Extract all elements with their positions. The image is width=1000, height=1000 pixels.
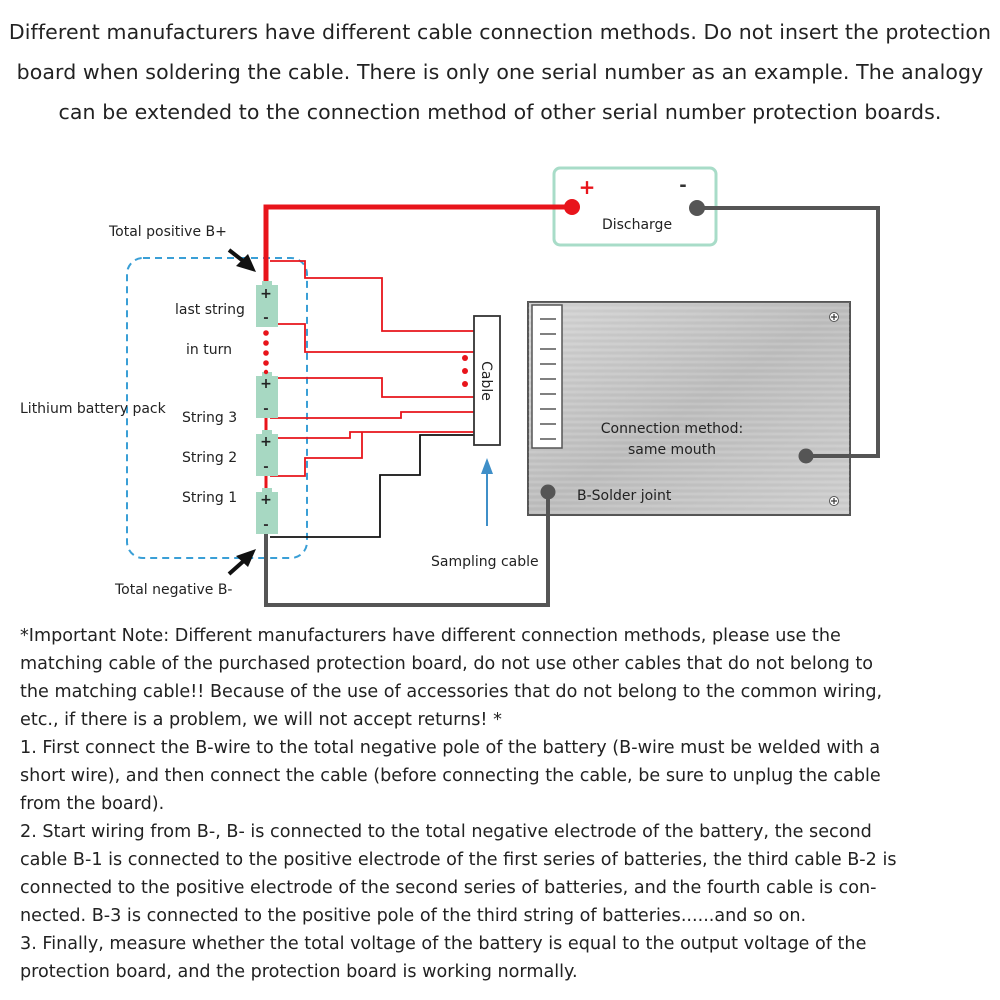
note-line-3: the matching cable!! Because of the use … (20, 682, 883, 702)
cable-connector (473, 315, 501, 446)
note-line-5: 1. First connect the B-wire to the total… (20, 738, 881, 758)
string1-label: String 1 (182, 490, 237, 506)
note-line-11: nected. B-3 is connected to the positive… (20, 906, 807, 926)
battery-pack-outline (126, 257, 308, 559)
cell-plus: + (260, 434, 272, 450)
sampling-arrow-icon (481, 458, 493, 526)
connection-method-label: Connection method: (601, 421, 743, 437)
discharge-negative-terminal (689, 200, 705, 216)
last-string-label: last string (175, 302, 245, 318)
note-line-2: matching cable of the purchased protecti… (20, 654, 874, 674)
screw-icon (829, 496, 839, 506)
battery-cell-last (256, 281, 278, 327)
b-minus-wire (264, 492, 550, 607)
intro-line-1: Different manufacturers have different c… (8, 20, 992, 44)
in-turn-label: in turn (186, 342, 232, 358)
string3-label: String 3 (182, 410, 237, 426)
arrow-icon (227, 248, 256, 272)
sampling-wires-red (270, 260, 474, 477)
note-line-4: etc., if there is a problem, we will not… (20, 710, 502, 730)
cell-plus: + (260, 492, 272, 508)
cell-plus: + (260, 286, 272, 302)
protection-board (527, 301, 851, 516)
note-line-6: short wire), and then connect the cable … (20, 766, 881, 786)
board-connector (531, 304, 563, 449)
note-line-1: *Important Note: Different manufacturers… (20, 626, 841, 646)
arrow-icon (227, 549, 256, 576)
board-p-terminal (798, 448, 814, 464)
cable-dots (462, 355, 468, 387)
discharge-plus-sign: + (579, 175, 596, 199)
battery-cell-2 (256, 430, 278, 476)
battery-cells: + + + + - - - - (256, 281, 278, 534)
intro-line-3: can be extended to the connection method… (58, 100, 942, 124)
notes-text: *Important Note: Different manufacturers… (20, 622, 985, 986)
cell-minus: - (263, 518, 268, 533)
total-positive-wire (263, 204, 572, 292)
wiring-diagram: Cable (20, 166, 880, 607)
discharge-negative-wire (697, 206, 880, 458)
sampling-cable-label: Sampling cable (431, 554, 539, 570)
note-line-13: protection board, and the protection boa… (20, 962, 578, 982)
cell-minus: - (263, 402, 268, 417)
cell-plus: + (260, 376, 272, 392)
cable-label: Cable (478, 361, 494, 401)
note-line-9: cable B-1 is connected to the positive e… (20, 850, 897, 870)
intro-text: Different manufacturers have different c… (0, 12, 1000, 132)
battery-cell-3 (256, 372, 278, 418)
note-line-7: from the board). (20, 794, 165, 814)
battery-pack-label: Lithium battery pack (20, 401, 167, 417)
discharge-label: Discharge (602, 217, 672, 233)
screw-icon (829, 312, 839, 322)
b-solder-joint-label: B-Solder joint (577, 488, 672, 504)
note-line-10: connected to the positive electrode of t… (20, 878, 877, 898)
discharge-positive-terminal (564, 199, 580, 215)
cell-minus: - (263, 311, 268, 326)
sampling-wire-black (270, 434, 474, 538)
string2-label: String 2 (182, 450, 237, 466)
cell-minus: - (263, 460, 268, 475)
connection-method-sub-label: same mouth (628, 442, 716, 458)
b-solder-terminal (540, 484, 556, 500)
battery-cell-1 (256, 488, 278, 534)
note-line-8: 2. Start wiring from B-, B- is connected… (20, 822, 872, 842)
total-positive-label: Total positive B+ (108, 224, 227, 240)
discharge-minus-sign: - (679, 175, 686, 196)
total-negative-label: Total negative B- (114, 582, 232, 598)
note-line-12: 3. Finally, measure whether the total vo… (20, 934, 867, 954)
intro-line-2: board when soldering the cable. There is… (16, 60, 984, 84)
